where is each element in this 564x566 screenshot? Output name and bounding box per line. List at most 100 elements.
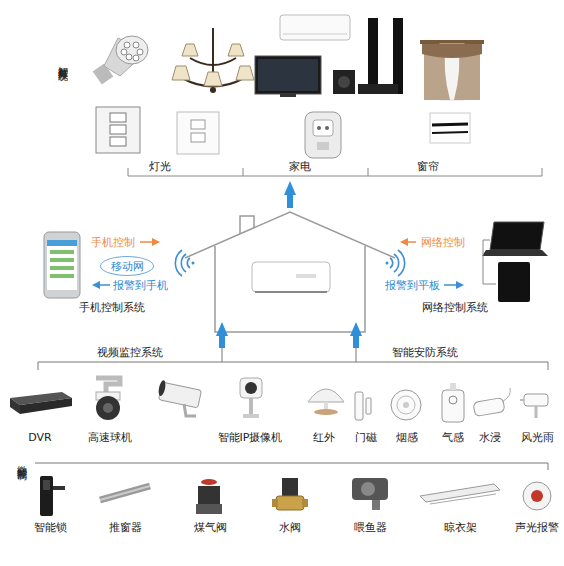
smartphone [44,232,80,298]
air-conditioner [280,15,350,40]
device-label: 红外 [313,431,335,444]
light-switch [96,107,140,153]
smart-socket [317,126,321,130]
wifi-signal [175,250,404,276]
device-bracket [483,240,496,284]
smoke-detector [391,390,421,420]
tablet [498,262,530,302]
category-bracket [128,168,542,176]
ip-camera [240,378,262,418]
water-valve [272,499,278,507]
chandelier [182,58,244,87]
fish-feeder [361,482,375,496]
curtain-motor [432,124,468,125]
fish-feeder [352,478,388,510]
device-bracket [483,240,496,284]
device-label: 推窗器 [109,521,142,534]
door-sensor [355,392,363,420]
group-line [35,463,548,470]
water-valve [272,478,308,510]
gas-sensor [449,396,457,404]
bullet-camera [157,380,201,416]
led-bulb [116,36,148,64]
device-label: 视频监控系统 [97,346,163,359]
smartphone [47,240,77,290]
device-label: 网络控制 [421,236,465,249]
device-label: 报警到手机 [113,279,168,292]
house-outline [185,212,395,332]
air-conditioner [280,15,350,40]
smoke-detector [391,390,421,420]
up-arrow [290,193,291,208]
ip-camera [249,398,253,414]
wall-switch [191,133,205,142]
infrared-sensor [314,409,338,415]
chandelier [172,66,190,80]
system-title: 微智能控制 [16,458,27,463]
device-label: 智能锁 [34,521,67,534]
device-label: 智能IP摄像机 [218,431,283,444]
device-label: 家电 [289,160,311,173]
clothes-rack [430,494,496,504]
weather-sensor [535,406,538,418]
window-opener [100,486,150,500]
device-label: DVR [28,431,51,444]
chandelier [204,72,222,86]
led-bulb [124,42,130,48]
home-theater [368,18,378,94]
smartphone [50,250,74,254]
led-bulb [126,54,132,60]
up-arrow [219,334,225,348]
infrared-sensor [308,389,344,415]
laptop [490,222,544,250]
chandelier [182,44,198,56]
ip-camera [243,414,259,418]
device-label: 窗帘 [417,160,439,173]
light-switch [110,113,126,122]
dvr [10,392,72,414]
device-label: 晾衣架 [444,521,477,534]
up-arrow [287,193,293,208]
curtain-motor [430,113,470,143]
television [255,56,321,94]
device-label: 水阀 [279,521,301,534]
television [255,56,321,97]
category-bracket [128,168,542,176]
node-text: 移动网 [111,260,144,273]
smoke-detector [397,396,415,414]
ip-camera [240,378,262,398]
water-sensor [473,388,510,416]
smartphone [47,240,77,246]
flow-arrow [140,241,156,243]
speed-dome [96,396,120,420]
curtain-motor [430,113,470,143]
light-switch [110,125,126,134]
smart-lock [53,486,65,490]
device-label: 网络控制系统 [422,301,488,314]
group-line [35,463,548,470]
chandelier [228,44,244,56]
gas-valve [201,479,217,485]
water-valve [282,478,298,496]
device-label: 高速球机 [88,431,132,444]
home-theater [333,70,355,94]
flow-arrow [96,284,110,286]
device-label: 水浸 [479,431,501,444]
smartphone [50,274,74,278]
smartphone [50,258,74,262]
speed-dome [96,378,120,420]
wall-switch [191,120,205,129]
system-title: 智能灯控系统 [57,58,68,64]
gateway-router [252,262,330,292]
up-arrow [353,334,359,348]
flow-arrow [96,242,460,285]
laptop [482,222,548,256]
light-switch [110,137,126,146]
tablet [498,262,530,302]
smartphone [44,232,80,298]
gateway-router [252,262,330,292]
led-bulb [93,36,148,85]
device-label: 气感 [442,431,464,444]
fish-feeder [372,500,380,510]
